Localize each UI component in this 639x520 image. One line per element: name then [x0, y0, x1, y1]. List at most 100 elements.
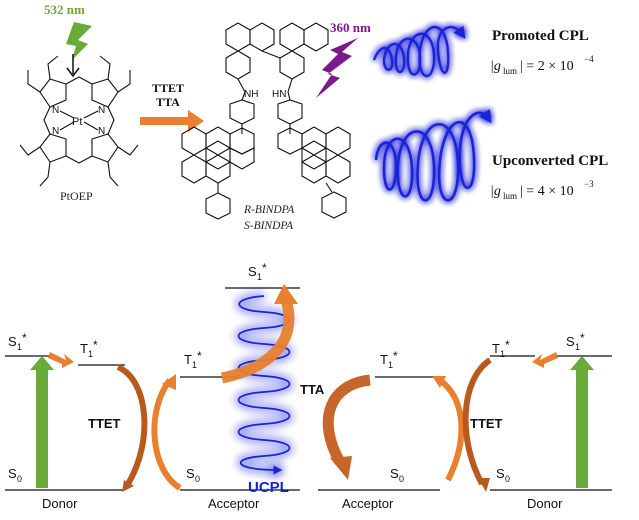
- s0-sub: 0: [399, 474, 404, 484]
- ttet-left-down-curve: [116, 364, 148, 486]
- promoted-exponent: −4: [584, 54, 594, 64]
- t1-base: T: [184, 352, 192, 367]
- t1-star: *: [197, 349, 202, 363]
- s0-base: S: [496, 466, 505, 481]
- donor-right-label: Donor: [527, 496, 563, 511]
- wavelength-532: 532 nm: [44, 2, 85, 17]
- green-lightning-icon: [66, 22, 92, 60]
- upconverted-g-sub: lum: [503, 191, 517, 201]
- excitation-arrow-icon: [66, 54, 80, 78]
- t1-sub: 1: [500, 349, 505, 359]
- s0-base: S: [186, 466, 195, 481]
- atom-pt: Pt: [72, 116, 82, 128]
- state-labels: S 1 * T 1 * S 0 T 1 * S 0 S 1 * T 1: [8, 261, 585, 511]
- s1-sub: 1: [575, 342, 580, 352]
- promoted-value: | = 2 × 10: [520, 59, 574, 74]
- s1-star: *: [22, 331, 27, 345]
- s-bindpa-label: S-BINDPA: [244, 220, 294, 232]
- s0-acceptor-left: S 0: [186, 466, 200, 484]
- t1-sub: 1: [88, 349, 93, 359]
- donor-left-label: Donor: [42, 496, 78, 511]
- s0-donor-left: S 0: [8, 466, 22, 484]
- s0-sub: 0: [17, 474, 22, 484]
- s1-base: S: [566, 334, 575, 349]
- atom-n-4: N: [98, 126, 105, 137]
- s1-sub: 1: [17, 342, 22, 352]
- atom-n-1: N: [52, 105, 59, 116]
- t1-sub: 1: [192, 360, 197, 370]
- s0-donor-right: S 0: [496, 466, 510, 484]
- top-tta-label: TTA: [156, 95, 180, 109]
- isc-right-arrow-icon: [532, 352, 558, 368]
- ptoep-label: PtOEP: [60, 189, 93, 203]
- t1-acceptor-right: T 1 *: [380, 349, 398, 370]
- ttet-right-label: TTET: [470, 416, 503, 431]
- s0-base: S: [390, 466, 399, 481]
- s0-base: S: [8, 466, 17, 481]
- bindpa-atoms: NH HN: [244, 89, 286, 100]
- upconverted-value: | = 4 × 10: [520, 184, 574, 199]
- s0-sub: 0: [505, 474, 510, 484]
- atom-n-3: N: [52, 126, 59, 137]
- s1-acceptor: S 1 *: [248, 261, 267, 282]
- orange-transfer-arrow-icon: [140, 110, 204, 132]
- t1-base: T: [492, 341, 500, 356]
- isc-arrows: [48, 352, 558, 368]
- t1-star: *: [393, 349, 398, 363]
- tta-arrows: [220, 284, 371, 480]
- upconverted-cpl-title: Upconverted CPL: [492, 153, 608, 169]
- bindpa-structure: [181, 22, 351, 220]
- ttet-left-label: TTET: [88, 416, 121, 431]
- s1-star: *: [580, 331, 585, 345]
- t1-base: T: [80, 341, 88, 356]
- upconverted-exponent: −3: [584, 179, 594, 189]
- energy-levels: [5, 287, 612, 491]
- ttet-right-down-curve: [438, 377, 465, 482]
- promoted-g-symbol: |g: [490, 59, 501, 74]
- promoted-cpl-title: Promoted CPL: [492, 28, 589, 44]
- s1-base: S: [248, 264, 257, 279]
- s1-donor-right: S 1 *: [566, 331, 585, 352]
- s1-donor-left: S 1 *: [8, 331, 27, 352]
- upconverted-glum-value: |g lum | = 4 × 10 −3: [490, 179, 594, 201]
- ttet-left-up-curve: [151, 378, 182, 491]
- wavelength-360: 360 nm: [330, 20, 371, 35]
- ucpl-label: UCPL: [248, 479, 289, 496]
- ttet-right-up-curve: [462, 357, 492, 486]
- upconverted-g-symbol: |g: [490, 184, 501, 199]
- s1-sub: 1: [257, 272, 262, 282]
- ptoep-atoms: N N N N Pt: [52, 105, 105, 137]
- ucpl-helix-icon: [237, 295, 291, 475]
- t1-sub: 1: [388, 360, 393, 370]
- promoted-cpl-helix-icon: [372, 25, 466, 78]
- s1-star: *: [262, 261, 267, 275]
- donor-left-excitation-arrow-icon: [30, 356, 54, 488]
- tta-down-curve: [322, 374, 371, 465]
- isc-left-arrow-icon: [48, 352, 74, 368]
- tta-label: TTA: [300, 382, 325, 397]
- acceptor-left-label: Acceptor: [208, 496, 260, 511]
- ptoep-structure: [19, 55, 139, 187]
- t1-acceptor-left: T 1 *: [184, 349, 202, 370]
- green-absorption-arrows: [30, 356, 594, 488]
- ttet-left-arrows: [116, 364, 182, 492]
- upconverted-cpl-helix-icon: [374, 108, 492, 202]
- t1-donor-left: T 1 *: [80, 338, 98, 359]
- donor-right-excitation-arrow-icon: [570, 356, 594, 488]
- acceptor-right-label: Acceptor: [342, 496, 394, 511]
- tta-up-curve: [220, 298, 295, 384]
- t1-donor-right: T 1 *: [492, 338, 510, 359]
- r-bindpa-label: R-BINDPA: [243, 204, 295, 216]
- purple-lightning-icon: [316, 38, 358, 98]
- t1-star: *: [505, 338, 510, 352]
- atom-nh: NH: [244, 89, 258, 100]
- s0-acceptor-right: S 0: [390, 466, 404, 484]
- atom-hn: HN: [272, 89, 286, 100]
- s0-sub: 0: [195, 474, 200, 484]
- promoted-glum-value: |g lum | = 2 × 10 −4: [490, 54, 594, 76]
- s1-base: S: [8, 334, 17, 349]
- promoted-g-sub: lum: [503, 66, 517, 76]
- t1-base: T: [380, 352, 388, 367]
